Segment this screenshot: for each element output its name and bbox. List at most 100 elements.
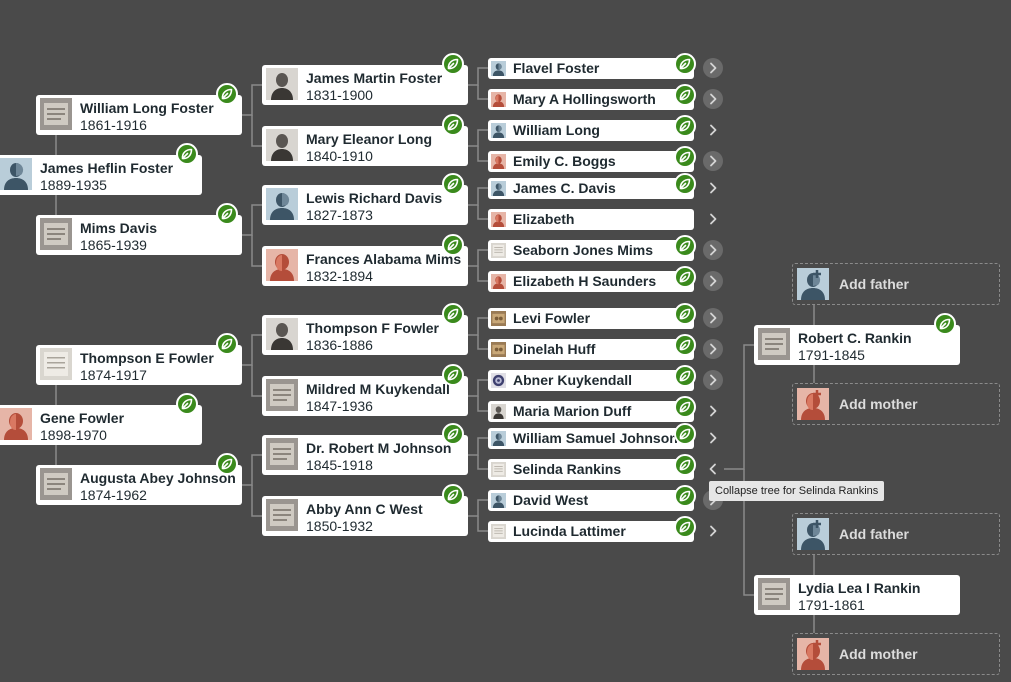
hint-leaf-icon[interactable] <box>674 334 696 356</box>
hint-leaf-icon[interactable] <box>216 453 238 475</box>
person-card-maria-marion-duff[interactable]: Maria Marion Duff <box>488 401 694 422</box>
hint-leaf-icon[interactable] <box>674 516 696 538</box>
person-card-abner-kuykendall[interactable]: Abner Kuykendall <box>488 370 694 391</box>
hint-leaf-icon[interactable] <box>674 423 696 445</box>
portrait-photo-icon <box>266 318 298 350</box>
hint-leaf-icon[interactable] <box>442 114 464 136</box>
person-card-selinda-rankins[interactable]: Selinda Rankins <box>488 459 694 480</box>
hint-leaf-icon[interactable] <box>674 303 696 325</box>
expand-tree-icon[interactable] <box>703 240 723 260</box>
hint-leaf-icon[interactable] <box>442 484 464 506</box>
expand-tree-icon[interactable] <box>703 89 723 109</box>
expand-tree-icon[interactable] <box>703 151 723 171</box>
person-card-seaborn-jones-mims[interactable]: Seaborn Jones Mims <box>488 240 694 261</box>
person-name: Mims Davis <box>80 220 158 236</box>
add-father-1-button[interactable]: Add father <box>792 263 1000 305</box>
add-mother-2-button[interactable]: Add mother <box>792 633 1000 675</box>
connector-line <box>242 204 262 236</box>
hint-leaf-icon[interactable] <box>674 396 696 418</box>
expand-tree-icon[interactable] <box>703 308 723 328</box>
person-card-david-west[interactable]: David West <box>488 490 694 511</box>
document-photo-icon <box>491 524 506 539</box>
expand-tree-icon[interactable] <box>703 120 723 140</box>
person-card-dinelah-huff[interactable]: Dinelah Huff <box>488 339 694 360</box>
expand-tree-icon[interactable] <box>703 339 723 359</box>
person-card-elizabeth[interactable]: Elizabeth <box>488 209 694 230</box>
hint-leaf-icon[interactable] <box>674 454 696 476</box>
hint-leaf-icon[interactable] <box>674 115 696 137</box>
expand-tree-icon[interactable] <box>703 271 723 291</box>
hint-leaf-icon[interactable] <box>442 173 464 195</box>
connector-line <box>251 485 262 517</box>
expand-tree-icon[interactable] <box>703 178 723 198</box>
expand-tree-icon[interactable] <box>703 58 723 78</box>
person-card-lucinda-lattimer[interactable]: Lucinda Lattimer <box>488 521 694 542</box>
person-card-mary-a-hollingsworth[interactable]: Mary A Hollingsworth <box>488 89 694 110</box>
hint-leaf-icon[interactable] <box>674 235 696 257</box>
person-name: Augusta Abey Johnson <box>80 470 236 486</box>
add-mother-1-button[interactable]: Add mother <box>792 383 1000 425</box>
person-name: Frances Alabama Mims <box>306 251 462 267</box>
person-name: James C. Davis <box>513 180 616 196</box>
hint-leaf-icon[interactable] <box>442 364 464 386</box>
hint-leaf-icon[interactable] <box>442 303 464 325</box>
expand-tree-icon[interactable] <box>703 521 723 541</box>
person-card-william-samuel-johnson[interactable]: William Samuel Johnson <box>488 428 694 449</box>
hint-leaf-icon[interactable] <box>674 146 696 168</box>
person-card-elizabeth-h-saunders[interactable]: Elizabeth H Saunders <box>488 271 694 292</box>
hint-leaf-icon[interactable] <box>674 266 696 288</box>
male-silhouette-plus-icon <box>797 268 829 300</box>
hint-leaf-icon[interactable] <box>674 173 696 195</box>
hint-leaf-icon[interactable] <box>176 393 198 415</box>
person-card-flavel-foster[interactable]: Flavel Foster <box>488 58 694 79</box>
expand-tree-icon[interactable] <box>703 370 723 390</box>
person-name: Lewis Richard Davis <box>306 190 443 206</box>
connector-line <box>743 469 754 596</box>
add-father-2-button[interactable]: Add father <box>792 513 1000 555</box>
person-dates: 1861-1916 <box>80 117 147 133</box>
hint-leaf-icon[interactable] <box>176 143 198 165</box>
person-card-emily-c-boggs[interactable]: Emily C. Boggs <box>488 151 694 172</box>
hint-leaf-icon[interactable] <box>216 203 238 225</box>
person-card-william-long[interactable]: William Long <box>488 120 694 141</box>
hint-leaf-icon[interactable] <box>442 423 464 445</box>
collapse-tree-icon[interactable] <box>703 459 723 479</box>
hint-leaf-icon[interactable] <box>674 84 696 106</box>
connector-line <box>468 187 488 206</box>
hint-leaf-icon[interactable] <box>674 53 696 75</box>
expand-tree-icon[interactable] <box>703 428 723 448</box>
person-name: Lucinda Lattimer <box>513 523 626 539</box>
hint-leaf-icon[interactable] <box>934 313 956 335</box>
hint-leaf-icon[interactable] <box>442 234 464 256</box>
hint-leaf-icon[interactable] <box>442 53 464 75</box>
person-name: Mildred M Kuykendall <box>306 381 450 397</box>
person-card-james-c-davis[interactable]: James C. Davis <box>488 178 694 199</box>
connector-line <box>468 499 488 517</box>
hint-leaf-icon[interactable] <box>216 83 238 105</box>
person-card-levi-fowler[interactable]: Levi Fowler <box>488 308 694 329</box>
expand-tree-icon[interactable] <box>703 401 723 421</box>
add-parent-label: Add father <box>839 526 909 542</box>
expand-tree-icon[interactable] <box>703 209 723 229</box>
hint-leaf-icon[interactable] <box>674 485 696 507</box>
hint-leaf-icon[interactable] <box>674 365 696 387</box>
male-silhouette-icon <box>491 181 506 196</box>
hint-leaf-icon[interactable] <box>216 333 238 355</box>
connector-line <box>242 84 262 116</box>
